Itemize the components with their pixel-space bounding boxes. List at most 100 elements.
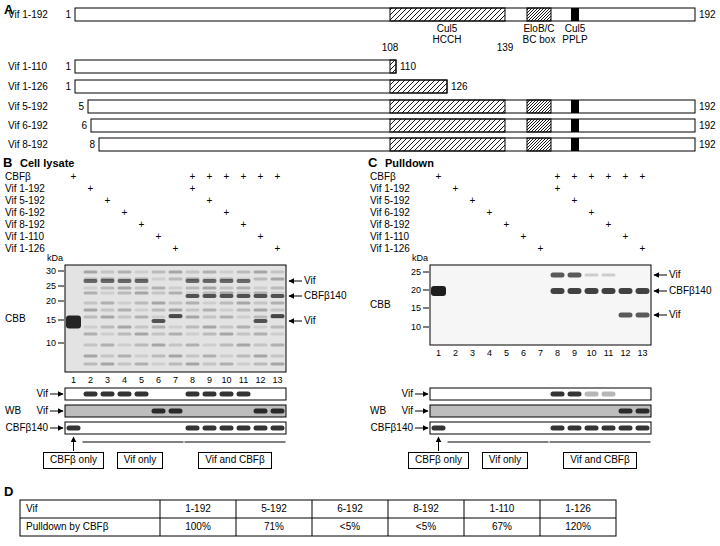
box-text: Vif only: [124, 454, 157, 467]
gel-band: [135, 292, 149, 295]
lane-number: 5: [139, 375, 144, 385]
band-label: CBFβ140: [304, 290, 346, 302]
table-cell: <5%: [340, 521, 360, 533]
construct-map: [75, 8, 695, 151]
plus-sign: +: [258, 231, 264, 243]
gel-band: [84, 333, 98, 336]
residue-number: 5: [78, 101, 84, 113]
hcch-domain: [390, 119, 505, 132]
residue-number: 192: [699, 9, 716, 21]
gel-band: [169, 326, 183, 329]
band-arrow: [654, 275, 667, 276]
gel-band: [84, 363, 98, 366]
gel-band: [135, 309, 149, 312]
table-rule: [236, 500, 237, 536]
band-label: Vif: [304, 275, 316, 287]
gel-band: [118, 309, 132, 312]
table-rule: [464, 500, 465, 536]
gel-band: [220, 271, 234, 274]
gel-band: [271, 326, 285, 329]
gel-band: [220, 363, 234, 366]
plus-sign: +: [88, 183, 94, 195]
blot-label: WB: [5, 405, 21, 417]
gel-band: [101, 344, 115, 347]
lane-number: 3: [105, 375, 110, 385]
band-label: Vif: [402, 388, 414, 400]
bracket-line: [83, 442, 184, 443]
plus-sign: +: [190, 183, 196, 195]
lane-number: 8: [190, 375, 195, 385]
gel-band: [118, 326, 132, 329]
plus-sign: +: [572, 195, 578, 207]
residue-number: 108: [382, 42, 399, 54]
gel-band: [135, 302, 149, 305]
blot-band: [432, 426, 446, 431]
gel-band: [152, 319, 166, 323]
blot-band: [186, 392, 200, 397]
gel-band: [237, 363, 251, 366]
hcch-domain: [390, 8, 505, 21]
motif-label: HCCH: [433, 34, 462, 46]
blot-band: [271, 426, 285, 431]
gel-band: [203, 344, 217, 347]
group-box: CBFβ only: [408, 452, 469, 469]
gel-band: [203, 363, 217, 366]
gel-band: [220, 309, 234, 312]
plus-sign: +: [470, 195, 476, 207]
gel-band: [271, 363, 285, 366]
construct-name: Vif 1-126: [8, 81, 48, 93]
plus-sign: +: [224, 171, 230, 183]
gel-band: [135, 271, 149, 274]
bc-box-domain: [527, 119, 551, 132]
plus-sign: +: [436, 171, 442, 183]
gel-band: [84, 316, 98, 319]
table-frame: [20, 500, 616, 536]
gel-band: [118, 355, 132, 358]
gel-band: [152, 278, 166, 281]
gel-band: [237, 333, 251, 336]
table-rule: [160, 500, 161, 536]
box-text: CBFβ only: [415, 454, 462, 467]
gel-band: [101, 355, 115, 358]
residue-number: 8: [89, 139, 95, 151]
table-cell: 5-192: [261, 503, 287, 515]
unit-label: kDa: [412, 253, 428, 263]
panel-letter: B: [3, 156, 12, 171]
gel-band: [152, 287, 166, 290]
gel-band: [203, 302, 217, 305]
unit-label: kDa: [47, 253, 63, 263]
gel-band: [84, 271, 98, 274]
size-marker: 15: [411, 303, 421, 313]
lane-number: 4: [487, 348, 492, 358]
blot-band: [568, 392, 582, 397]
lane-number: 10: [586, 348, 596, 358]
gel-band: [220, 344, 234, 347]
table-rule: [540, 500, 541, 536]
motif-label: BC box: [523, 34, 556, 46]
gel-band: [101, 363, 115, 366]
table-cell: 71%: [264, 521, 284, 533]
gel-band: [169, 355, 183, 358]
table-cell: 6-192: [337, 503, 363, 515]
gel-band: [431, 286, 446, 296]
residue-number: 1: [65, 9, 71, 21]
table-cell: <5%: [416, 521, 436, 533]
band-arrow: [415, 411, 428, 412]
gel-band: [152, 363, 166, 366]
gel-band: [101, 292, 115, 295]
blot-band: [135, 392, 149, 397]
blot-band: [602, 426, 616, 431]
sample-name: Vif 5-192: [370, 195, 410, 207]
lane-number: 6: [156, 375, 161, 385]
construct-bar: [99, 138, 695, 151]
lane-number: 5: [504, 348, 509, 358]
gel-band: [152, 271, 166, 274]
panel-letter: D: [4, 485, 13, 500]
gel-band: [101, 302, 115, 305]
lane-number: 2: [88, 375, 93, 385]
lane-number: 6: [521, 348, 526, 358]
plus-sign: +: [623, 231, 629, 243]
blot-band: [254, 409, 268, 414]
gel-band: [118, 292, 132, 295]
construct-bar: [75, 60, 396, 73]
